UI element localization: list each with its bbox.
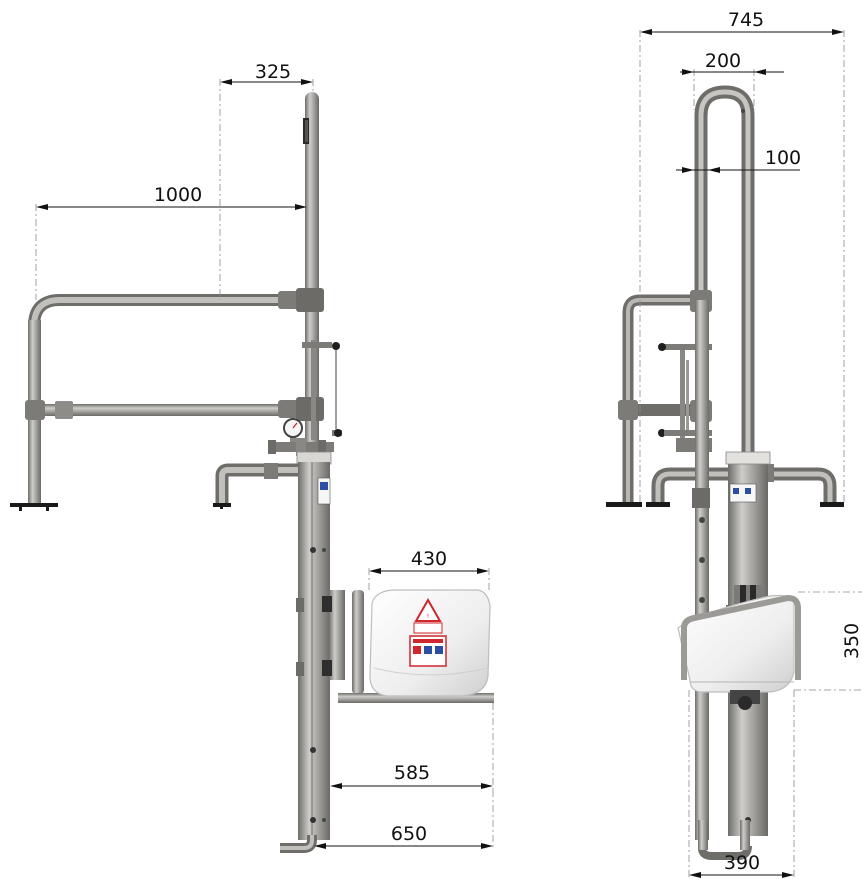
- clamp: [25, 400, 45, 420]
- warning-triangle-icon: !: [414, 597, 442, 622]
- pressure-gauge-icon: [283, 418, 303, 444]
- armrest-front: [681, 594, 801, 680]
- dimension-745: 745: [728, 9, 764, 31]
- seat-front: [677, 594, 801, 710]
- armrest: [352, 590, 364, 694]
- arm-with-foot: [215, 463, 305, 504]
- dimension-layer: 325 1000 430 585 650 745: [35, 9, 862, 879]
- left-pole: [695, 300, 709, 840]
- dimension-390: 390: [724, 852, 760, 874]
- dimension-200: 200: [705, 50, 741, 72]
- dimension-100: 100: [765, 147, 801, 169]
- valve-pipe: [311, 340, 316, 440]
- handrail-lower: [30, 404, 314, 416]
- dimension-350: 350: [841, 623, 862, 659]
- dimension-585: 585: [394, 762, 430, 784]
- seat-carriage: [329, 590, 345, 680]
- dimension-1000: 1000: [154, 184, 202, 206]
- dimension-430: 430: [411, 548, 447, 570]
- side-view: !: [10, 92, 494, 853]
- dimension-325: 325: [255, 61, 291, 83]
- front-view: [606, 85, 844, 860]
- lift-column: [298, 462, 330, 840]
- svg-text:!: !: [427, 613, 429, 620]
- base-plate-left: [10, 503, 58, 507]
- dimension-650: 650: [391, 823, 427, 845]
- seat-frame: [338, 693, 494, 703]
- seat-shell: !: [369, 589, 491, 697]
